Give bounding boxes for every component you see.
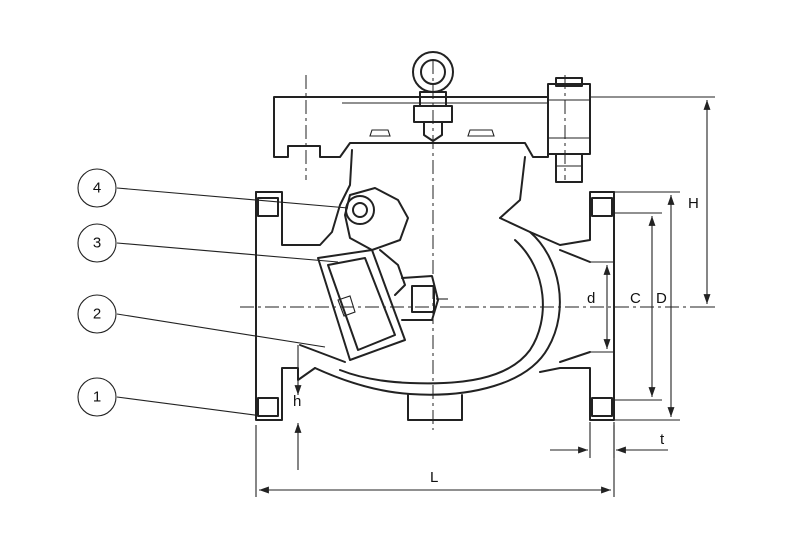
eye-bolt — [412, 51, 454, 142]
dimension-d: d — [587, 261, 615, 353]
balloon-part-4: 4 — [77, 168, 117, 208]
balloon-label: 1 — [93, 389, 101, 406]
disc-and-seat — [299, 249, 448, 363]
dimension-D: D — [614, 191, 680, 421]
leader-2 — [116, 313, 326, 348]
dim-label-L: L — [430, 469, 438, 486]
balloon-part-2: 2 — [77, 294, 117, 334]
bonnet-cover — [273, 96, 549, 158]
dim-label-h: h — [293, 393, 301, 410]
balloon-part-3: 3 — [77, 223, 117, 263]
leaders — [116, 187, 349, 417]
hinge-assembly — [344, 187, 409, 296]
dim-label-t: t — [660, 431, 665, 448]
dim-label-H: H — [688, 195, 699, 212]
dimension-L: L — [255, 425, 615, 497]
dimension-t: t — [550, 422, 668, 458]
balloon-label: 2 — [93, 306, 101, 323]
dim-label-C: C — [630, 290, 641, 307]
balloon-part-1: 1 — [77, 377, 117, 417]
dimension-h: h — [293, 345, 302, 470]
dim-label-D: D — [656, 290, 667, 307]
leader-1 — [116, 396, 263, 417]
dimension-C: C — [614, 212, 662, 401]
leader-4 — [116, 187, 349, 209]
balloon-label: 4 — [93, 180, 101, 197]
leader-3 — [116, 242, 339, 263]
balloon-label: 3 — [93, 235, 101, 252]
dim-label-d: d — [587, 290, 595, 307]
dimension-H: H — [590, 96, 715, 308]
cover-bolt-nut — [547, 77, 591, 183]
valve-body — [255, 149, 615, 421]
